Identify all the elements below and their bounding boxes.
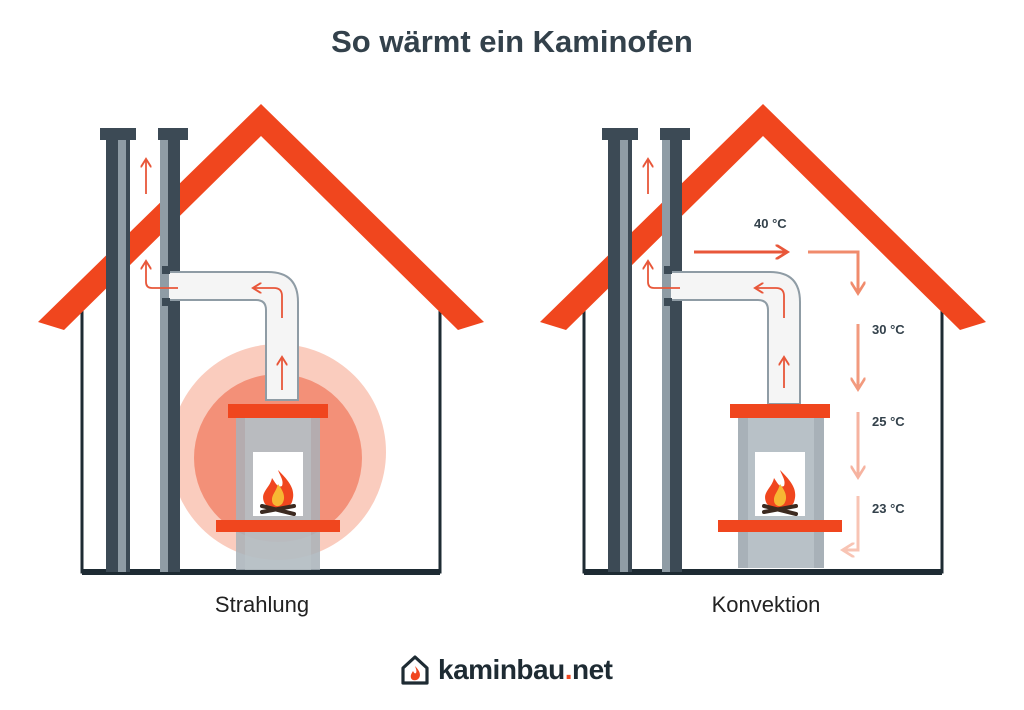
convection-arrow-23: [844, 496, 860, 550]
house-left: [38, 104, 484, 575]
fire-icon: [762, 470, 798, 516]
house-left-roof: [38, 104, 484, 330]
fire-icon: [260, 470, 296, 516]
house-flame-icon: [401, 655, 429, 685]
brand-dot: .: [564, 654, 573, 685]
brand-name: kaminbau: [438, 654, 565, 685]
page-title: So wärmt ein Kaminofen: [331, 24, 693, 59]
flue-pipe-right: [669, 271, 801, 405]
brand-tld: net: [571, 654, 613, 685]
temperature-label: 25 °C: [872, 414, 905, 429]
stove-right-top: [730, 404, 830, 418]
flue-pipe-left: [167, 271, 299, 401]
caption-konvektion: Konvektion: [711, 592, 821, 617]
house-right-roof: [540, 104, 986, 330]
temperature-label: 40 °C: [754, 216, 787, 231]
chimney-left-inner: [166, 140, 180, 572]
convection-arrow-corner: [808, 250, 858, 292]
brand-wordmark: kaminbau.net: [438, 654, 613, 686]
stove-right-shelf: [718, 520, 842, 532]
chimney-right-inner: [668, 140, 682, 572]
stove-left-shelf: [216, 520, 340, 532]
temperature-label: 30 °C: [872, 322, 905, 337]
caption-strahlung: Strahlung: [214, 592, 310, 617]
temperature-label: 23 °C: [872, 501, 905, 516]
brand-logo[interactable]: kaminbau.net: [400, 652, 613, 688]
stove-left-top: [228, 404, 328, 418]
smoke-flow-arrows-right: [648, 160, 784, 388]
convection-arrows: [694, 252, 858, 550]
smoke-flow-arrows-left: [146, 160, 282, 390]
house-right: 40 °C 30 °C 25 °C 23 °C: [540, 104, 986, 575]
